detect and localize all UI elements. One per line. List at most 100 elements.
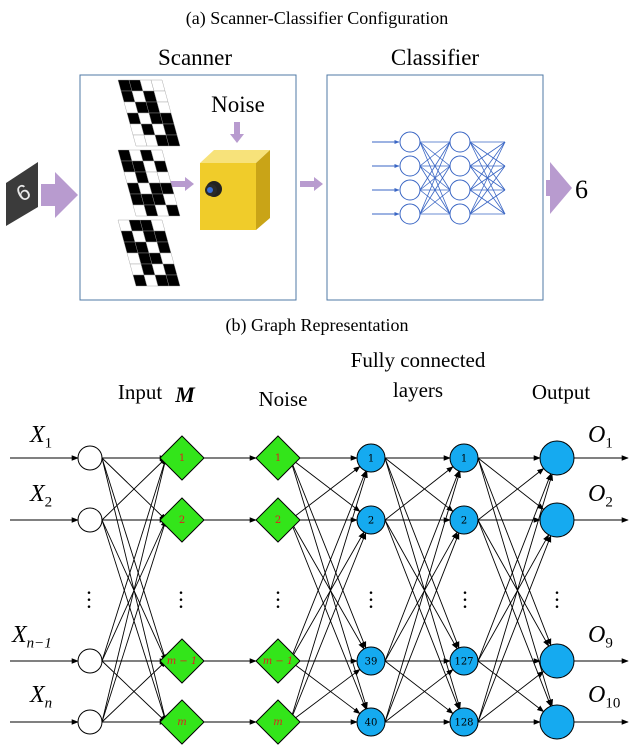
graph-edge [384, 457, 461, 710]
scanner-box [79, 74, 297, 301]
noise-node-label: m [273, 717, 282, 728]
fc1-node [356, 707, 386, 737]
output-arrow [546, 162, 572, 214]
classifier-node [399, 179, 421, 201]
fc2-node-label: 2 [461, 516, 467, 527]
graph-edge [289, 457, 368, 710]
input-arrow [41, 172, 78, 218]
header-output: Output [531, 380, 591, 404]
ellipsis-fc2: ... [462, 574, 468, 613]
ellipsis-m: ... [178, 574, 184, 613]
fc2-node [449, 505, 479, 535]
graph-edge [289, 457, 361, 512]
fc1-node-label: 2 [368, 516, 374, 527]
fc2-node [449, 646, 479, 676]
noise-cube [200, 150, 270, 230]
graph-edge [477, 468, 545, 521]
ellipsis-input: ... [86, 574, 92, 613]
scan-pattern-3 [117, 219, 181, 287]
noise-node [255, 435, 301, 481]
m-node-label: m [177, 717, 186, 728]
output-label-o1: O1 [588, 422, 613, 452]
output-node [539, 643, 575, 679]
graph-edge [384, 466, 454, 521]
graph-edge [101, 519, 167, 723]
graph-edge [384, 457, 454, 512]
graph-edge [477, 519, 552, 707]
graph-edge [477, 457, 554, 707]
graph-edge [477, 457, 552, 646]
graph-edge [101, 457, 167, 662]
output-label-o9: O9 [588, 622, 613, 652]
graph-edge [477, 534, 550, 662]
m-node [159, 699, 205, 745]
ellipsis-noise: ... [275, 574, 281, 613]
header-noise: Noise [258, 387, 308, 411]
fc1-node-label: 40 [365, 718, 378, 729]
classifier-network [372, 131, 506, 225]
header-input: Input [117, 380, 163, 404]
noise-down-arrow [230, 122, 244, 143]
graph-edge [477, 473, 552, 662]
fc1-node-label: 39 [365, 657, 378, 668]
graph-edge [384, 470, 460, 662]
graph-edge [384, 660, 454, 714]
graph-edge [384, 519, 460, 710]
classifier-box [326, 74, 544, 301]
output-label-o10: O10 [588, 682, 621, 712]
m-node [159, 638, 205, 684]
noise-node [255, 497, 301, 543]
classifier-node [449, 155, 471, 177]
output-node [539, 502, 575, 538]
input-node [77, 445, 103, 471]
classifier-node [449, 179, 471, 201]
classifier-node [399, 203, 421, 225]
fc1-node [356, 646, 386, 676]
graph-edge [477, 660, 545, 713]
classifier-node [399, 131, 421, 153]
classifier-node [399, 155, 421, 177]
fc2-node [449, 707, 479, 737]
scan-patterns [117, 79, 181, 287]
ellipsis-fc1: ... [368, 574, 374, 613]
scanner-title: Scanner [157, 45, 233, 70]
graph-edge [384, 669, 454, 723]
scanner-classifier-arrow [300, 177, 323, 191]
ellipsis-output: ... [554, 574, 560, 613]
graph-edge [477, 519, 550, 647]
input-node [77, 648, 103, 674]
graph-edge [101, 660, 167, 723]
graph-edge [477, 535, 552, 723]
graph-edge [289, 669, 361, 723]
graph-edge [477, 473, 554, 723]
graph-edge [101, 457, 168, 723]
fc2-node-label: 1 [461, 454, 467, 465]
noise-node [255, 638, 301, 684]
input-digit-card: 6 [6, 162, 38, 226]
classifier-title: Classifier [390, 45, 480, 70]
graph-edges [101, 455, 554, 725]
graph-edge [289, 457, 367, 649]
graph-edge [101, 457, 167, 521]
caption-b: (b) Graph Representation [225, 315, 409, 335]
fc2-node [449, 443, 479, 473]
noise-label: Noise [211, 92, 265, 117]
noise-node-label: 2 [275, 515, 281, 526]
fc2-node-label: 128 [454, 718, 473, 729]
graph-edge [289, 532, 367, 723]
header-fc-line2: layers [392, 378, 444, 402]
graph-edge [384, 470, 461, 723]
caption-a: (a) Scanner-Classifier Configuration [185, 8, 449, 28]
classifier-node [449, 131, 471, 153]
graph-edge [477, 457, 545, 510]
graph-edge [289, 660, 361, 714]
noise-node-label: 1 [275, 453, 281, 464]
graph-edge [477, 670, 545, 723]
fc1-node [356, 443, 386, 473]
m-node [159, 435, 205, 481]
m-node-label: m − 1 [167, 656, 198, 667]
fc2-node-label: 127 [454, 657, 473, 668]
noise-node [255, 699, 301, 745]
